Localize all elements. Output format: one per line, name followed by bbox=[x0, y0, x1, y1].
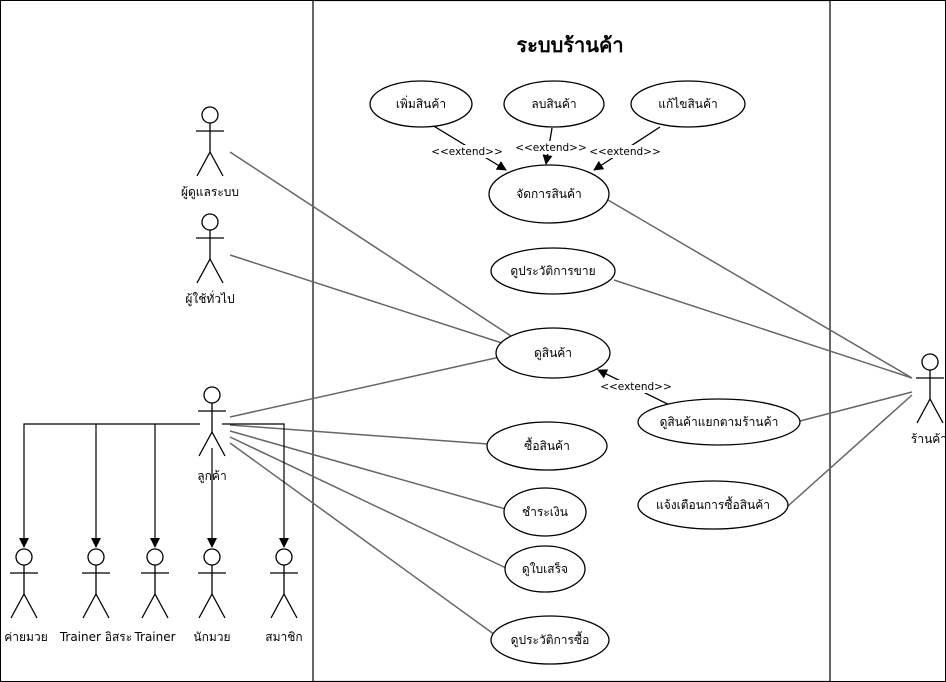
svg-text:ผู้ดูแลระบบ: ผู้ดูแลระบบ bbox=[181, 185, 239, 200]
assoc-store-bystore bbox=[799, 391, 913, 422]
svg-text:ลูกค้า: ลูกค้า bbox=[197, 469, 226, 484]
svg-text:นักมวย: นักมวย bbox=[193, 630, 230, 644]
assoc-guest-view bbox=[229, 254, 506, 345]
svg-text:แก้ไขสินค้า: แก้ไขสินค้า bbox=[658, 97, 718, 111]
system-title: ระบบร้านค้า bbox=[516, 33, 623, 57]
svg-text:ผู้ใช้ทั่วไป: ผู้ใช้ทั่วไป bbox=[185, 290, 234, 307]
svg-text:ลบสินค้า: ลบสินค้า bbox=[531, 97, 576, 111]
svg-text:ดูประวัติการขาย: ดูประวัติการขาย bbox=[510, 264, 595, 279]
usecase-manage-product[interactable]: จัดการสินค้า bbox=[488, 164, 610, 224]
svg-text:เพิ่มสินค้า: เพิ่มสินค้า bbox=[396, 95, 446, 111]
usecase-view-by-store[interactable]: ดูสินค้าแยกตามร้านค้า bbox=[637, 398, 801, 446]
svg-text:ชำระเงิน: ชำระเงิน bbox=[522, 505, 568, 519]
assoc-store-manage bbox=[607, 199, 913, 379]
svg-text:ค่ายมวย: ค่ายมวย bbox=[4, 630, 47, 644]
usecase-sales-history[interactable]: ดูประวัติการขาย bbox=[490, 247, 616, 295]
assoc-customer-history bbox=[229, 442, 503, 641]
svg-text:จัดการสินค้า: จัดการสินค้า bbox=[516, 187, 582, 201]
actors: ผู้ดูแลระบบ ผู้ใช้ทั่วไป ลูกค้า ร้านค้า bbox=[4, 106, 946, 644]
svg-text:ซื้อสินค้า: ซื้อสินค้า bbox=[524, 437, 570, 453]
actor-camp[interactable]: ค่ายมวย bbox=[4, 548, 48, 644]
generalizations bbox=[19, 423, 289, 548]
usecase-purchase-history[interactable]: ดูประวัติการซื้อ bbox=[490, 615, 610, 665]
usecase-view-product[interactable]: ดูสินค้า bbox=[495, 327, 611, 379]
extend-label-delete: <<extend>> bbox=[515, 142, 587, 154]
svg-text:สมาชิก: สมาชิก bbox=[265, 630, 302, 644]
svg-text:แจ้งเตือนการซื้อสินค้า: แจ้งเตือนการซื้อสินค้า bbox=[656, 496, 770, 512]
usecase-view-receipt[interactable]: ดูใบเสร็จ bbox=[504, 545, 586, 593]
usecase-delete-product[interactable]: ลบสินค้า bbox=[503, 80, 605, 128]
extend-labels: <<extend>> <<extend>> <<extend>> <<exten… bbox=[431, 141, 672, 393]
assoc-customer-receipt bbox=[229, 436, 507, 569]
usecase-notify-purchase[interactable]: แจ้งเตือนการซื้อสินค้า bbox=[637, 480, 789, 530]
extend-label-bystore: <<extend>> bbox=[600, 381, 672, 393]
extend-label-add: <<extend>> bbox=[431, 146, 503, 158]
usecase-edit-product[interactable]: แก้ไขสินค้า bbox=[630, 80, 746, 128]
svg-text:ดูสินค้า: ดูสินค้า bbox=[534, 346, 572, 361]
svg-text:Trainer อิสระ: Trainer อิสระ bbox=[59, 630, 132, 644]
actor-guest[interactable]: ผู้ใช้ทั่วไป bbox=[185, 213, 235, 307]
actor-customer[interactable]: ลูกค้า bbox=[197, 386, 227, 484]
svg-text:ร้านค้า: ร้านค้า bbox=[911, 432, 946, 446]
use-cases: เพิ่มสินค้า ลบสินค้า แก้ไขสินค้า จัดการส… bbox=[369, 80, 801, 665]
actor-boxer[interactable]: นักมวย bbox=[193, 548, 231, 644]
associations bbox=[229, 151, 913, 641]
extend-label-edit: <<extend>> bbox=[589, 146, 661, 158]
usecase-buy-product[interactable]: ซื้อสินค้า bbox=[486, 421, 608, 471]
svg-text:ดูใบเสร็จ: ดูใบเสร็จ bbox=[522, 561, 568, 577]
gen-member bbox=[222, 423, 289, 548]
assoc-admin-view bbox=[229, 151, 515, 339]
assoc-store-sales bbox=[613, 279, 913, 379]
svg-text:Trainer: Trainer bbox=[133, 630, 175, 644]
actor-member[interactable]: สมาชิก bbox=[265, 548, 303, 644]
assoc-customer-buy bbox=[229, 424, 489, 445]
actor-trainer-free[interactable]: Trainer อิสระ bbox=[59, 548, 132, 644]
gen-camp bbox=[19, 423, 200, 548]
svg-text:ดูประวัติการซื้อ: ดูประวัติการซื้อ bbox=[511, 631, 590, 648]
assoc-customer-view bbox=[229, 356, 501, 418]
usecase-pay[interactable]: ชำระเงิน bbox=[503, 487, 587, 537]
actor-trainer[interactable]: Trainer bbox=[133, 548, 176, 644]
svg-text:ดูสินค้าแยกตามร้านค้า: ดูสินค้าแยกตามร้านค้า bbox=[660, 415, 779, 430]
assoc-customer-pay bbox=[229, 430, 510, 511]
usecase-add-product[interactable]: เพิ่มสินค้า bbox=[369, 80, 473, 128]
actor-store[interactable]: ร้านค้า bbox=[911, 353, 946, 446]
assoc-store-notify bbox=[787, 394, 913, 507]
actor-admin[interactable]: ผู้ดูแลระบบ bbox=[181, 106, 239, 200]
